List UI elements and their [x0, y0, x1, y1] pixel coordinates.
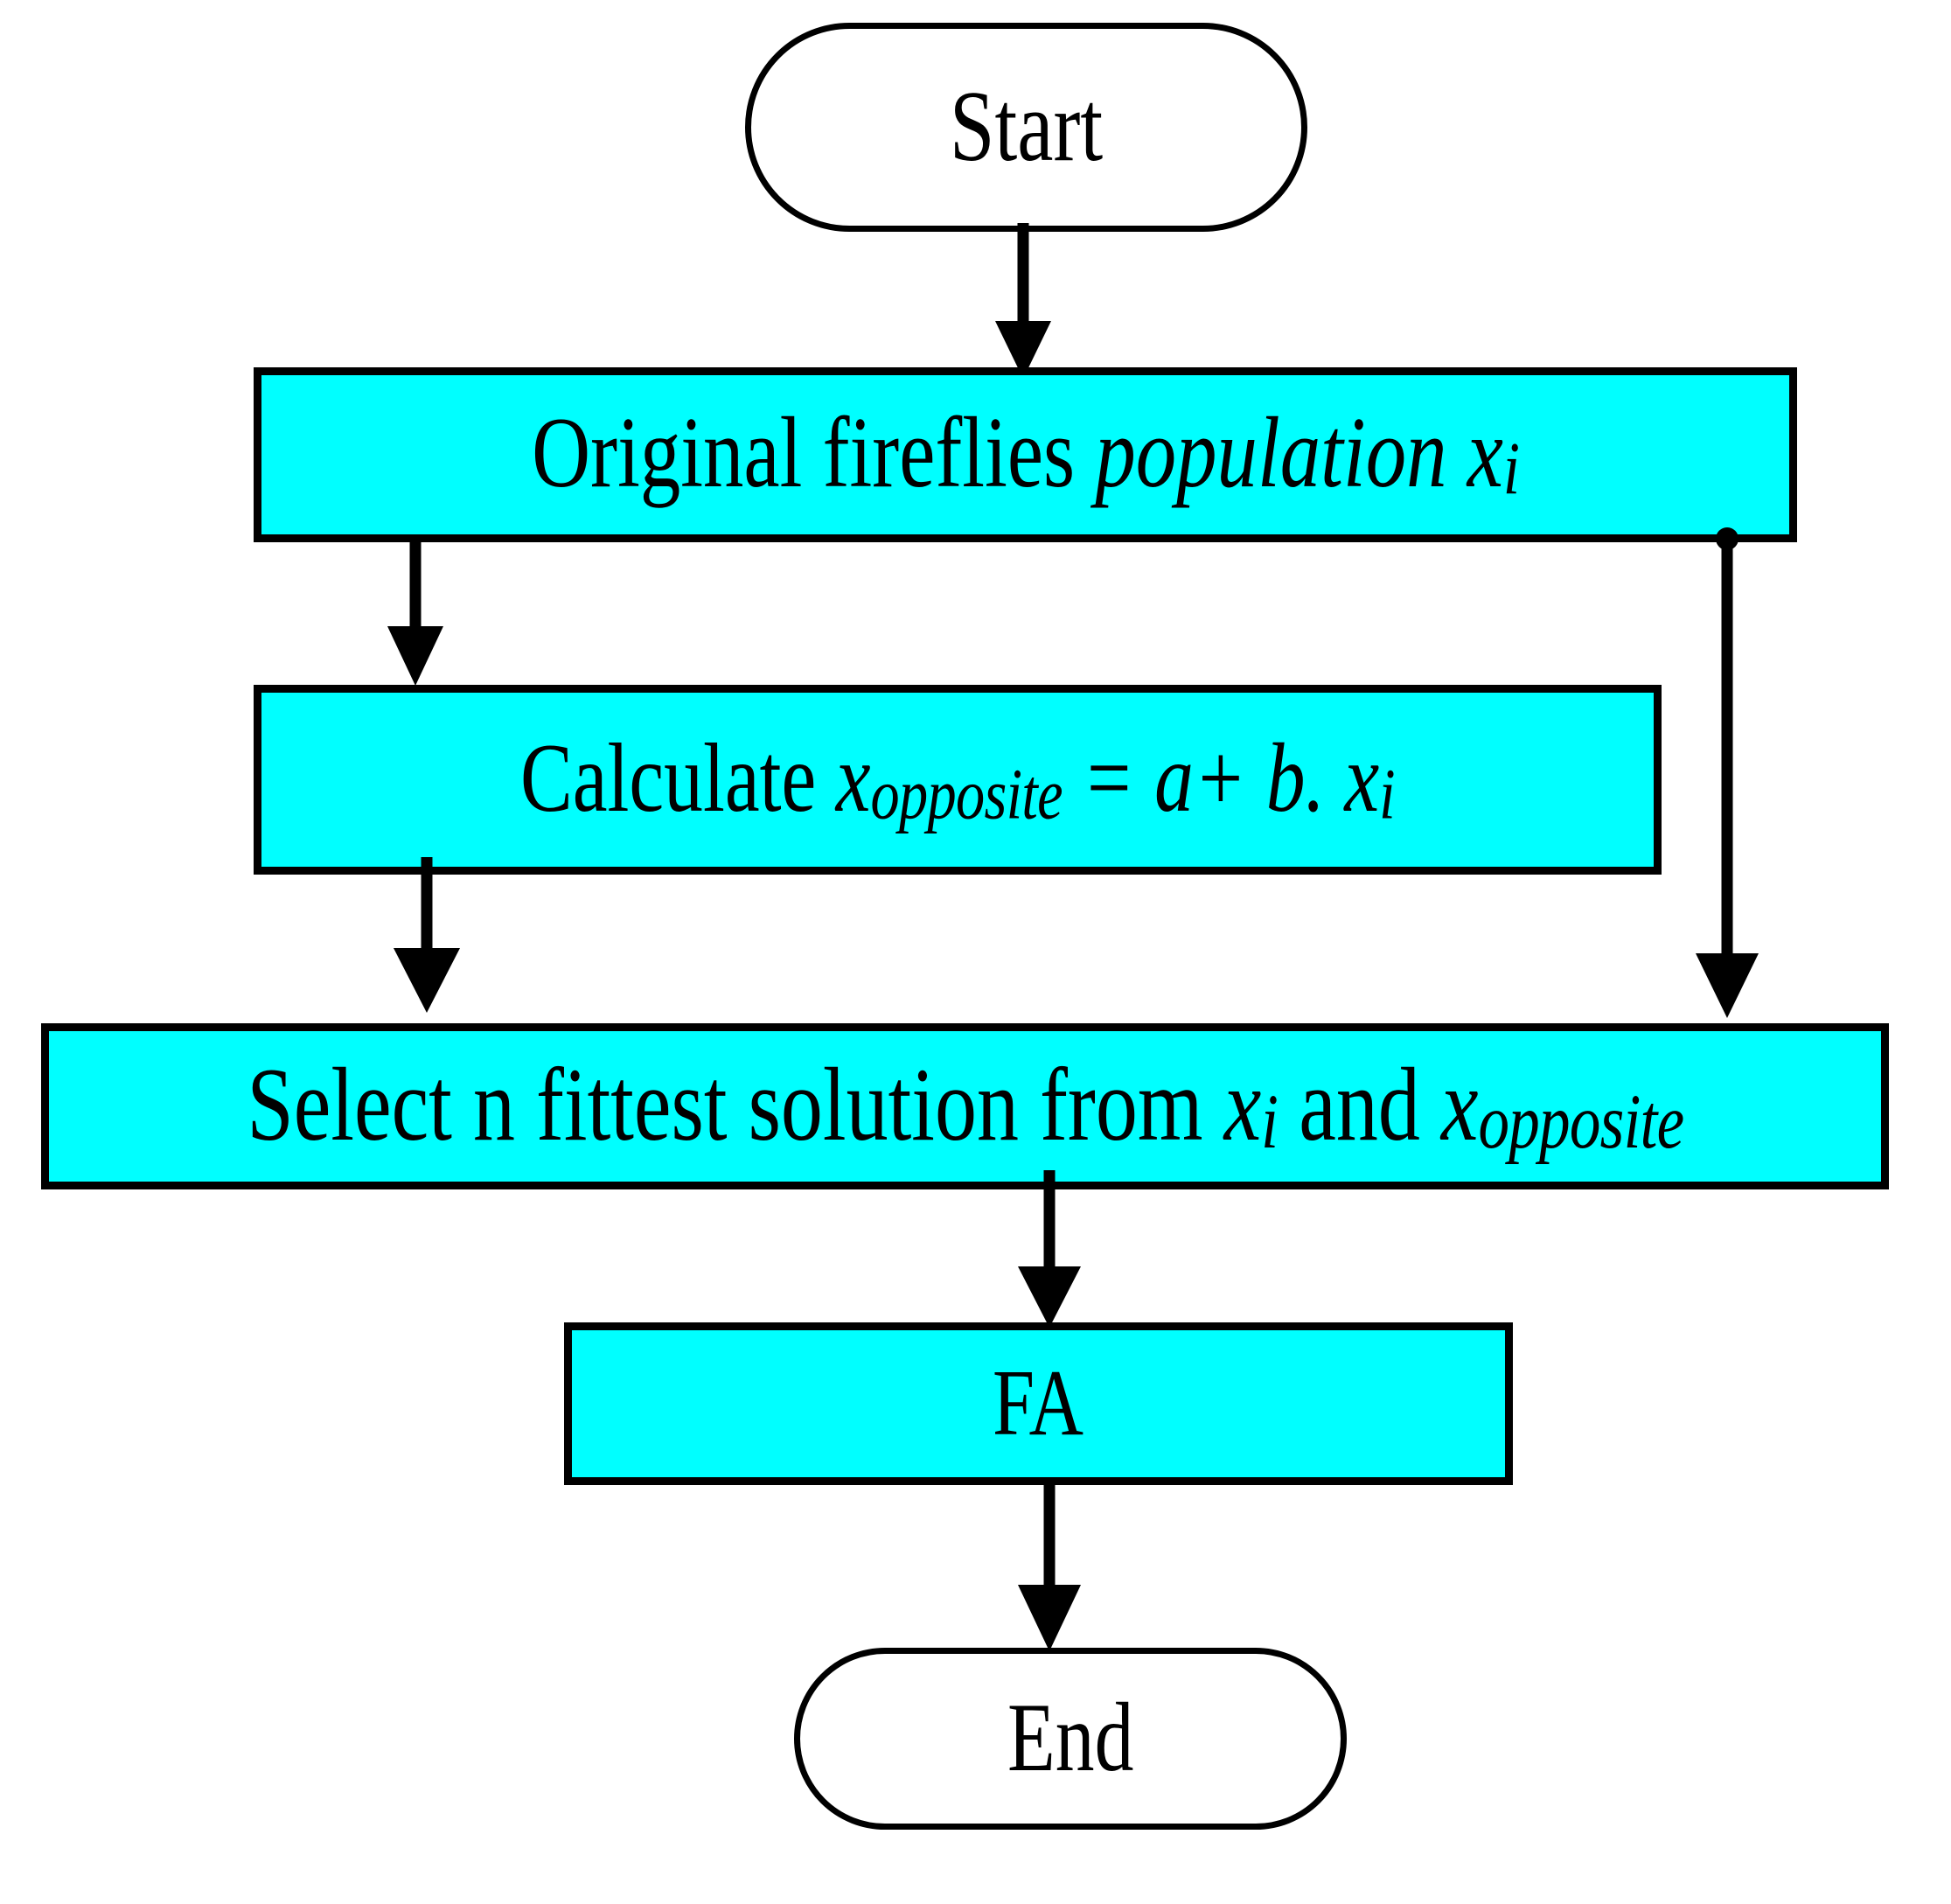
seg-italic-x: x	[835, 723, 871, 833]
seg-dot-x: . x	[1305, 723, 1380, 833]
node-select-fittest-label: Select n fittest solution from xi and xo…	[247, 1049, 1684, 1165]
node-fa[interactable]: FA	[564, 1322, 1513, 1485]
node-calculate-opposite-label: Calculate xopposite = a+ b. xi	[520, 727, 1396, 834]
node-fa-label: FA	[993, 1351, 1084, 1456]
node-end-label: End	[1007, 1684, 1134, 1793]
node-original-population-label: Original fireflies population xi	[532, 400, 1520, 511]
seg-subscript-opposite: opposite	[1478, 1078, 1684, 1165]
seg-equals: =	[1062, 723, 1155, 833]
node-original-population[interactable]: Original fireflies population xi	[254, 367, 1797, 542]
edge-calculate-to-select	[394, 857, 460, 1013]
node-start-label: Start	[949, 70, 1104, 183]
seg-roman: Calculate	[520, 723, 836, 833]
seg-subscript-i: i	[1260, 1078, 1279, 1165]
node-end[interactable]: End	[794, 1648, 1347, 1830]
seg-plus: +	[1193, 723, 1266, 833]
seg-italic-b: b	[1265, 723, 1306, 833]
seg-roman: Select n fittest solution from	[246, 1045, 1224, 1162]
seg-and: and	[1277, 1045, 1441, 1162]
edge-fa-to-end	[1018, 1480, 1081, 1651]
seg-subscript: i	[1502, 427, 1520, 511]
node-calculate-opposite[interactable]: Calculate xopposite = a+ b. xi	[254, 685, 1662, 875]
edge-original-to-calculate	[387, 535, 443, 686]
seg-subscript-opposite: opposite	[870, 753, 1063, 834]
edge-original-to-select-bypass	[1696, 527, 1759, 1018]
seg-italic-x: x	[1223, 1045, 1261, 1162]
seg-italic-x2: x	[1440, 1045, 1478, 1162]
node-select-fittest[interactable]: Select n fittest solution from xi and xo…	[41, 1023, 1889, 1189]
seg-roman: Original fireflies	[531, 397, 1096, 510]
seg-italic: population x	[1095, 397, 1503, 510]
edge-select-to-fa	[1018, 1170, 1081, 1328]
edge-start-to-original	[995, 223, 1051, 379]
seg-italic-a: a	[1154, 723, 1194, 833]
seg-subscript-i: i	[1379, 753, 1395, 834]
node-start[interactable]: Start	[745, 23, 1307, 232]
